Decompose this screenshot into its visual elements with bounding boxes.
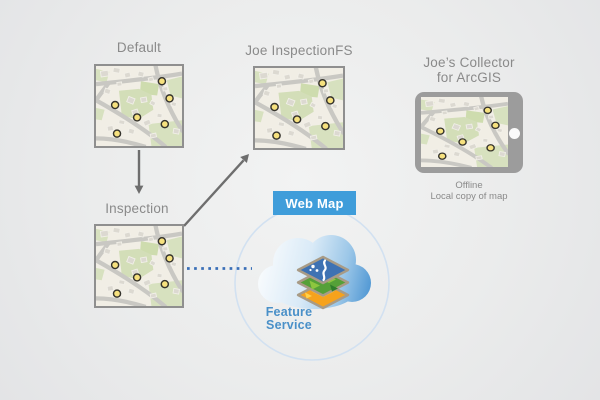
down-arrow-icon [134,150,144,194]
web-map-badge: Web Map [273,191,356,215]
feature-point [458,138,467,146]
feature-point [165,94,174,103]
label-collector-caption: Offline Local copy of map [404,180,534,202]
label-joe-inspectionfs: Joe InspectionFS [245,43,353,58]
feature-point [318,79,327,88]
feature-point [486,144,495,152]
feature-point [270,102,279,112]
feature-point [132,273,142,282]
feature-point [110,100,120,110]
feature-service-line1: Feature [265,305,313,319]
map-thumbnail-joe-inspectionfs [253,66,345,150]
label-collector-title: Joe’s Collector for ArcGIS [409,55,529,85]
feature-point [157,77,167,86]
feature-point [491,121,500,130]
feature-point [436,127,445,135]
tablet-device [415,92,523,173]
feature-point [160,119,170,129]
layers-icon [296,255,350,310]
cloud-icon [258,235,371,310]
home-button [509,128,520,139]
collector-caption-line2: Local copy of map [430,191,508,202]
feature-point [483,106,493,115]
layer-top-basemap [296,255,350,285]
collector-title-line1: Joe’s Collector [423,55,515,70]
feature-point [112,289,122,298]
feature-point [110,260,120,270]
collector-caption-line1: Offline [455,180,483,191]
feature-service-line2: Service [266,317,312,332]
feature-point [272,131,281,140]
feature-point [165,254,174,263]
feature-point [160,279,170,289]
label-inspection: Inspection [105,201,169,216]
label-default: Default [116,40,162,55]
feature-point [325,96,335,105]
feature-point [112,129,122,138]
feature-point [437,152,447,160]
feature-point [321,121,330,131]
map-icon [96,226,182,306]
map-icon [421,97,508,167]
map-thumbnail-default [94,64,184,148]
feature-point [292,115,302,124]
collector-title-line2: for ArcGIS [436,70,502,85]
map-icon [255,68,343,148]
map-thumbnail-inspection [94,224,184,308]
feature-point [132,113,142,122]
label-feature-service: Feature Service [256,306,322,331]
tablet-screen [421,97,508,167]
map-icon [96,66,182,146]
feature-point [157,237,167,246]
